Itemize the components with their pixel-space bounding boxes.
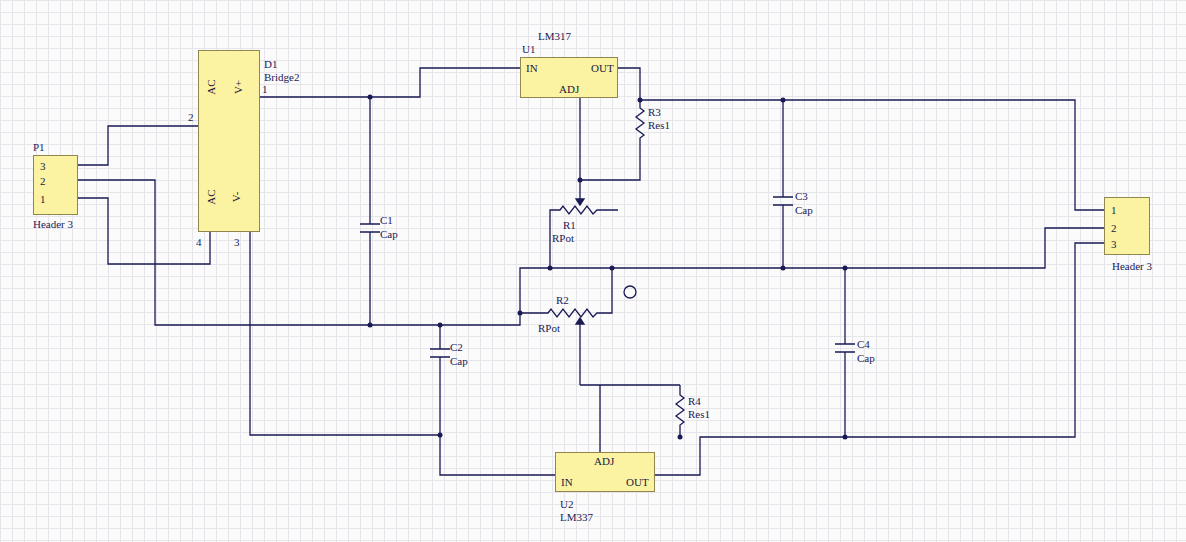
- part-label: Header 3: [1112, 260, 1152, 272]
- regulator-ic: ADJ IN OUT: [555, 452, 655, 492]
- wire-path: [78, 198, 210, 264]
- part-label: Cap: [380, 228, 398, 240]
- wire: [78, 180, 1104, 325]
- part-label: Cap: [857, 352, 875, 364]
- part-label: R4: [688, 395, 701, 407]
- wire-path: [78, 180, 1104, 325]
- pin-label: V+: [232, 80, 244, 94]
- part-label: Header 3: [33, 218, 73, 230]
- resistor-symbol: [676, 385, 684, 437]
- resistor-symbol: [580, 100, 644, 200]
- wire-path: [250, 232, 555, 475]
- potentiometer-symbol: [550, 206, 618, 268]
- part-label: RPot: [538, 322, 560, 334]
- pin-label: 2: [40, 175, 46, 187]
- wire: [78, 126, 198, 165]
- capacitor-wire: [782, 100, 783, 268]
- part-label: LM337: [560, 511, 593, 523]
- pin-label: 2: [1111, 222, 1117, 234]
- wiper-arrow: [576, 318, 584, 324]
- part-label: 1: [262, 83, 268, 95]
- pin-label: 3: [40, 160, 46, 172]
- part-label: U1: [522, 43, 535, 55]
- part-label: C3: [795, 190, 808, 202]
- part-label: 3: [234, 236, 240, 248]
- part-label: LM317: [538, 30, 571, 42]
- bridge-rectifier: AC V+ AC V-: [198, 50, 260, 232]
- pin-label: IN: [526, 62, 538, 74]
- wire: [580, 322, 680, 452]
- wire: [260, 68, 520, 97]
- pin-label: OUT: [591, 62, 614, 74]
- pin-label: 1: [1111, 204, 1117, 216]
- part-label: R3: [648, 106, 661, 118]
- part-label: C2: [450, 341, 463, 353]
- capacitor-wire: [369, 97, 370, 325]
- wire-path: [260, 68, 520, 97]
- part-label: Cap: [795, 204, 813, 216]
- wire-path: [78, 126, 198, 165]
- wire: [579, 97, 580, 180]
- capacitor-wire: [439, 325, 440, 435]
- pin-label: 3: [1111, 238, 1117, 250]
- wire: [78, 198, 210, 264]
- pin-label: 1: [40, 193, 46, 205]
- part-label: 2: [188, 111, 194, 123]
- part-label: Res1: [688, 408, 710, 420]
- capacitor-symbol: [360, 224, 380, 232]
- test-point: [624, 286, 636, 298]
- part-label: P1: [33, 141, 45, 153]
- capacitor-symbol: [835, 344, 855, 352]
- wire: [618, 68, 1104, 210]
- pin-label: AC: [205, 79, 217, 94]
- part-label: R1: [563, 219, 576, 231]
- part-label: D1: [264, 58, 277, 70]
- part-label: R2: [556, 294, 569, 306]
- junction-dots: [368, 95, 848, 440]
- regulator-ic: IN OUT ADJ: [520, 57, 618, 98]
- pin-label: IN: [561, 476, 573, 488]
- pin-label: OUT: [626, 476, 649, 488]
- part-label: 4: [196, 236, 202, 248]
- part-label: Bridge2: [264, 71, 299, 83]
- part-label: C1: [380, 214, 393, 226]
- part-label: U2: [560, 498, 573, 510]
- header-connector: 3 2 1: [33, 155, 78, 215]
- part-label: C4: [857, 338, 870, 350]
- wire: [655, 243, 1104, 475]
- part-label: Cap: [450, 355, 468, 367]
- pin-label: ADJ: [594, 455, 614, 467]
- pin-label: V-: [230, 192, 242, 203]
- potentiometer-symbol: [520, 268, 612, 317]
- pin-label: ADJ: [559, 83, 579, 95]
- part-label: Res1: [648, 119, 670, 131]
- wire-path: [655, 243, 1104, 475]
- wire: [250, 232, 555, 475]
- part-label: RPot: [552, 232, 574, 244]
- wire-path: [618, 68, 1104, 210]
- pin-label: AC: [205, 189, 217, 204]
- capacitor-symbol: [773, 197, 793, 205]
- header-connector: 1 2 3: [1104, 197, 1150, 255]
- capacitor-symbol: [430, 349, 450, 357]
- wiper-arrow: [576, 199, 584, 205]
